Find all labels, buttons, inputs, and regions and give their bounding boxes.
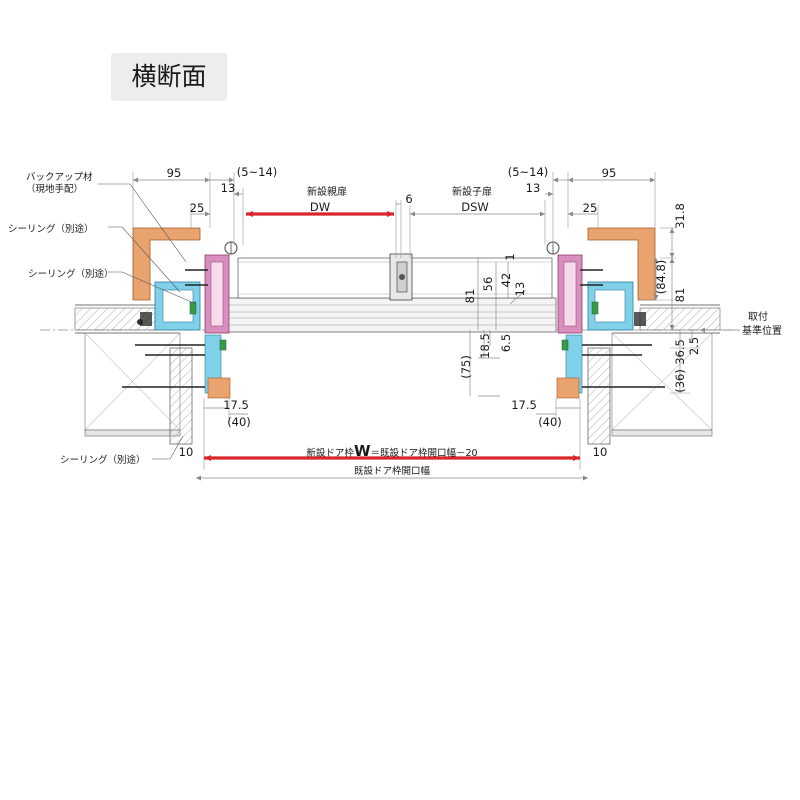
dim-center-6: 6 [405, 192, 412, 206]
dim-left-13: 13 [221, 181, 236, 195]
dimension-labels: 95 (5~14) 13 25 95 (5~14) 13 25 6 31.8 (… [167, 165, 701, 459]
sealant-right [634, 312, 646, 326]
dim-75: (75) [459, 355, 473, 379]
dim-13-mid: 13 [513, 282, 527, 297]
door-panels [227, 253, 557, 333]
dim-right-10: 10 [593, 445, 608, 459]
dsw-label: DSW [461, 200, 489, 214]
parent-door-label: 新設親扉 [307, 185, 347, 198]
dim-left-40: (40) [227, 415, 251, 429]
dim-6-5: 6.5 [499, 334, 513, 352]
child-door-label: 新設子扉 [452, 185, 492, 198]
dim-84-8: (84.8) [654, 260, 668, 295]
dim-right-13: 13 [526, 181, 541, 195]
dimension-lines [133, 177, 740, 481]
dim-left-5-14: (5~14) [237, 165, 278, 179]
mount-label-1: 取付 [748, 310, 768, 323]
dim-right-40: (40) [538, 415, 562, 429]
title-badge: 横断面 [111, 53, 227, 101]
dim-31-8: 31.8 [673, 203, 687, 229]
dim-2-5: 2.5 [687, 337, 701, 355]
dim-right-25: 25 [583, 201, 598, 215]
dim-right-95: 95 [602, 166, 617, 180]
existing-frame-width-label: 既設ドア枠開口幅 [354, 465, 431, 477]
dim-81-right: 81 [673, 288, 687, 303]
dim-56: 56 [481, 277, 495, 292]
left-frame [122, 227, 238, 399]
page-title: 横断面 [131, 62, 207, 91]
dim-42: 42 [499, 273, 513, 288]
dim-left-17-5: 17.5 [223, 398, 249, 412]
dim-1: 1 [503, 253, 517, 260]
dim-left-25: 25 [190, 201, 205, 215]
dim-right-17-5: 17.5 [511, 398, 537, 412]
wall-structure [40, 304, 740, 445]
sealing-label-1: シーリング（別途） [8, 223, 94, 235]
mount-label-2: 基準位置 [742, 324, 782, 337]
dim-36-5: 36.5 [673, 339, 687, 365]
dim-18-5: 18.5 [478, 333, 492, 359]
backup-material-sub-label: （現地手配） [26, 183, 83, 195]
dim-81-mid: 81 [463, 289, 477, 304]
dim-left-10: 10 [179, 445, 194, 459]
backup-material-left [132, 227, 201, 301]
sealing-label-3: シーリング（別途） [60, 454, 146, 466]
backup-material-label: バックアップ材 [26, 171, 93, 183]
screws-left [122, 269, 208, 388]
new-frame-width-formula: 新設ドア枠W＝既設ドア枠開口幅－20 [306, 442, 477, 460]
leader-lines [98, 183, 197, 460]
text-labels: 新設親扉 DW 新設子扉 DSW バックアップ材 （現地手配） シーリング（別途… [8, 171, 782, 477]
right-frame [546, 227, 665, 399]
dim-left-95: 95 [167, 166, 182, 180]
red-arrows [204, 211, 580, 461]
dw-label: DW [310, 200, 330, 214]
dim-right-5-14: (5~14) [508, 165, 549, 179]
sealing-label-2: シーリング（別途） [28, 268, 114, 280]
dim-36: (36) [673, 369, 687, 393]
screws-right [580, 269, 665, 388]
